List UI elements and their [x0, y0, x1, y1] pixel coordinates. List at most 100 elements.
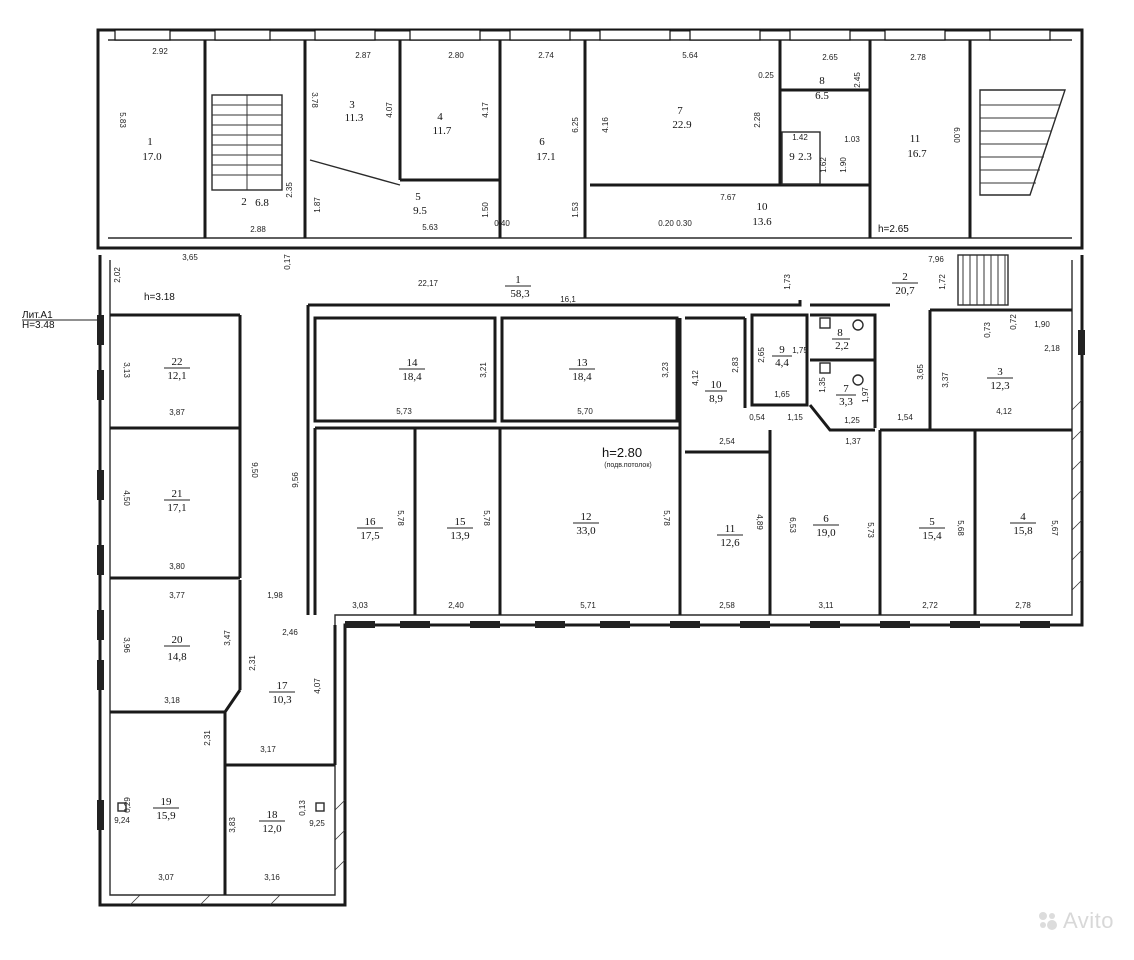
svg-text:33,0: 33,0	[576, 525, 596, 537]
svg-text:5,73: 5,73	[866, 522, 875, 538]
svg-text:5,67: 5,67	[1050, 520, 1059, 536]
upper-room-1: 1 17.0	[142, 136, 162, 163]
svg-text:0.25: 0.25	[758, 71, 774, 80]
svg-text:0,72: 0,72	[1009, 314, 1018, 330]
svg-text:6: 6	[539, 136, 545, 148]
svg-text:1,37: 1,37	[845, 437, 861, 446]
lower-room-7: 7 3,3	[836, 383, 856, 408]
svg-text:17,1: 17,1	[167, 502, 186, 514]
svg-text:16,1: 16,1	[560, 295, 576, 304]
ceiling-h-label: h=3.18	[144, 292, 175, 303]
svg-text:3,96: 3,96	[122, 637, 131, 653]
upper-room-3: 3 11.3	[345, 99, 364, 124]
svg-text:1.90: 1.90	[839, 157, 848, 173]
svg-text:10,3: 10,3	[272, 694, 292, 706]
svg-text:1.87: 1.87	[313, 197, 322, 213]
svg-text:9: 9	[779, 344, 785, 356]
svg-text:1,65: 1,65	[774, 390, 790, 399]
svg-text:1,54: 1,54	[897, 413, 913, 422]
upper-room-5: 5 9.5	[413, 191, 427, 217]
svg-text:4.07: 4.07	[385, 102, 394, 118]
svg-text:5.63: 5.63	[422, 223, 438, 232]
svg-text:14: 14	[407, 357, 419, 369]
lower-room-3: 3 12,3	[987, 366, 1013, 392]
svg-text:9: 9	[789, 151, 795, 163]
svg-text:5,70: 5,70	[577, 407, 593, 416]
svg-text:3,3: 3,3	[839, 396, 853, 408]
svg-text:3,23: 3,23	[661, 362, 670, 378]
svg-text:0,54: 0,54	[749, 413, 765, 422]
svg-text:2.45: 2.45	[853, 72, 862, 88]
svg-text:3,77: 3,77	[169, 591, 185, 600]
lower-dimensions: 22,17 16,1 3,65 2,02 0,17 1,73 1,72 7,96…	[113, 253, 1060, 882]
svg-text:8: 8	[819, 75, 825, 87]
svg-text:2.92: 2.92	[152, 47, 168, 56]
svg-text:3: 3	[997, 366, 1003, 378]
lower-room-9: 9 4,4	[772, 344, 792, 369]
svg-text:21: 21	[172, 488, 183, 500]
svg-text:5: 5	[415, 191, 421, 203]
ceiling-note: h=2.80	[602, 445, 642, 460]
lower-room-17: 17 10,3	[269, 680, 295, 706]
svg-text:2: 2	[241, 196, 247, 208]
svg-text:2.74: 2.74	[538, 51, 554, 60]
svg-text:0.20: 0.20	[658, 219, 674, 228]
svg-text:4,89: 4,89	[755, 514, 764, 530]
upper-dimensions: 2.92 5.83 2.88 2.35 1.87 2.87 3.78 4.07 …	[118, 47, 961, 235]
svg-text:7.67: 7.67	[720, 193, 736, 202]
svg-text:18: 18	[267, 809, 279, 821]
svg-text:3,83: 3,83	[228, 817, 237, 833]
upper-stairs-left	[211, 94, 283, 191]
svg-text:9.5: 9.5	[413, 205, 427, 217]
upper-room-6: 6 17.1	[536, 136, 555, 163]
svg-text:9,24: 9,24	[114, 816, 130, 825]
svg-text:4.17: 4.17	[481, 102, 490, 118]
upper-room-4: 4 11.7	[433, 111, 452, 137]
svg-text:58,3: 58,3	[510, 288, 530, 300]
lower-room-12: 12 33,0	[573, 511, 599, 537]
svg-text:3,87: 3,87	[169, 408, 185, 417]
svg-text:12: 12	[581, 511, 592, 523]
lower-room-1: 1 58,3	[505, 274, 531, 300]
svg-text:2,54: 2,54	[719, 437, 735, 446]
svg-text:3,03: 3,03	[352, 601, 368, 610]
svg-text:10: 10	[711, 379, 723, 391]
svg-text:3,11: 3,11	[819, 601, 835, 610]
svg-text:15,4: 15,4	[922, 530, 942, 542]
svg-text:1,72: 1,72	[938, 274, 947, 290]
lower-room-2: 2 20,7	[892, 271, 918, 297]
svg-text:8: 8	[837, 327, 843, 339]
svg-text:4,07: 4,07	[313, 678, 322, 694]
svg-text:15: 15	[455, 516, 467, 528]
svg-text:1: 1	[515, 274, 521, 286]
svg-text:4.16: 4.16	[601, 117, 610, 133]
svg-text:3,17: 3,17	[260, 745, 276, 754]
svg-text:9,25: 9,25	[309, 819, 325, 828]
svg-text:12,3: 12,3	[990, 380, 1010, 392]
wall-hatching	[129, 399, 1083, 906]
svg-text:1,35: 1,35	[818, 377, 827, 393]
svg-text:14,8: 14,8	[167, 651, 187, 663]
svg-text:6.8: 6.8	[255, 197, 269, 209]
svg-text:15,9: 15,9	[156, 810, 176, 822]
svg-text:22,17: 22,17	[418, 279, 439, 288]
lower-room-5: 5 15,4	[919, 516, 945, 542]
svg-text:2.80: 2.80	[448, 51, 464, 60]
svg-text:2,46: 2,46	[282, 628, 298, 637]
ceiling-note-sub: (подв.потолок)	[604, 462, 651, 469]
svg-text:5,78: 5,78	[662, 510, 671, 526]
svg-text:0.40: 0.40	[494, 219, 510, 228]
svg-text:3,16: 3,16	[264, 873, 280, 882]
svg-text:2.35: 2.35	[285, 182, 294, 198]
svg-text:2,58: 2,58	[719, 601, 735, 610]
svg-text:3,80: 3,80	[169, 562, 185, 571]
height-H-label: H=3.48	[22, 320, 55, 331]
lower-room-20: 20 14,8	[164, 634, 190, 663]
svg-text:18,4: 18,4	[572, 371, 592, 383]
svg-text:2,83: 2,83	[731, 357, 740, 373]
upper-room-8: 8 6.5	[815, 75, 829, 102]
svg-text:2,78: 2,78	[1015, 601, 1031, 610]
svg-text:2.28: 2.28	[753, 112, 762, 128]
svg-text:2.3: 2.3	[798, 151, 812, 163]
svg-text:15,8: 15,8	[1013, 525, 1033, 537]
